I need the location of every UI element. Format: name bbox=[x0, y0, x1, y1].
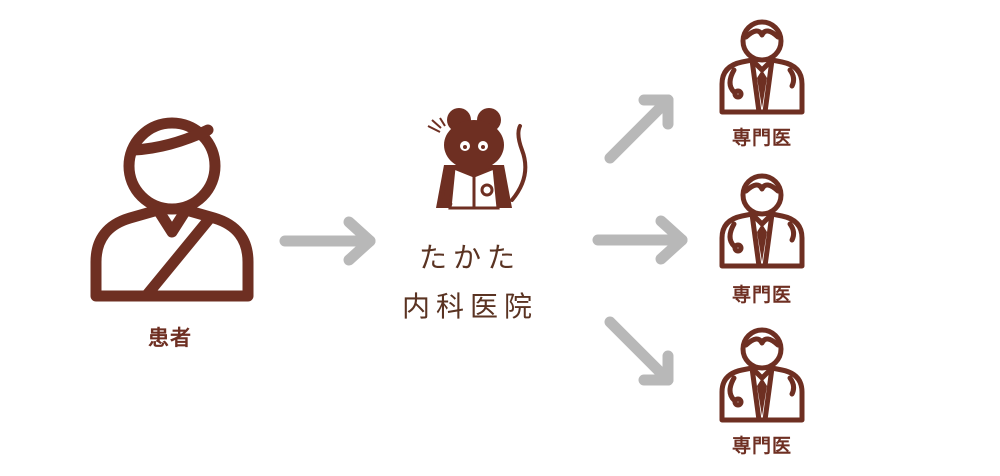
patient-label: 患者 bbox=[148, 326, 192, 350]
arrow-to-specialist-1 bbox=[604, 94, 674, 164]
clinic-name-line-1: たかた bbox=[418, 241, 521, 274]
specialist-label: 専門医 bbox=[731, 284, 792, 306]
arrow-to-specialist-3 bbox=[604, 316, 674, 386]
doctor-icon bbox=[719, 19, 805, 115]
rat-doctor-mascot-icon bbox=[427, 108, 528, 210]
specialist-label: 専門医 bbox=[731, 435, 792, 457]
specialist-label: 専門医 bbox=[731, 127, 792, 149]
arrows-to-specialists bbox=[592, 94, 688, 386]
doctor-icon bbox=[719, 173, 805, 269]
clinic-name-line-2: 内科医院 bbox=[401, 290, 538, 323]
arrow-to-clinic bbox=[279, 216, 376, 266]
patient-icon bbox=[90, 117, 254, 302]
arrow-to-specialist-2 bbox=[592, 215, 688, 265]
doctor-icon bbox=[719, 327, 805, 423]
